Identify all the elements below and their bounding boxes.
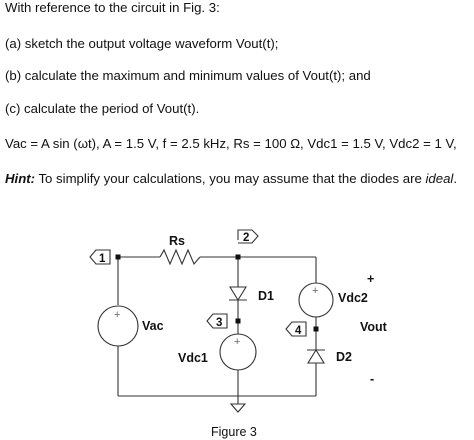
node-4-dot	[313, 326, 319, 332]
figure-caption: Figure 3	[211, 425, 257, 439]
rs-label: Rs	[169, 234, 185, 248]
node-2-tag	[237, 229, 259, 244]
vdc1-label: Vdc1	[178, 351, 208, 365]
hint-end: .	[453, 171, 458, 186]
hint-line: Hint: To simplify your calculations, you…	[5, 171, 457, 187]
intro-text: With reference to the circuit in Fig. 3:	[5, 0, 220, 15]
part-a-text: (a) sketch the output voltage waveform V…	[5, 36, 279, 51]
vdc2-label: Vdc2	[338, 291, 368, 305]
ground-icon	[229, 403, 247, 413]
d2-label: D2	[336, 350, 352, 364]
hint-label: Hint:	[5, 171, 36, 186]
part-b-text: (b) calculate the maximum and minimum va…	[5, 68, 371, 83]
vout-label: Vout	[360, 320, 388, 334]
part-c-text: (c) calculate the period of Vout(t).	[5, 101, 200, 116]
d1-label: D1	[258, 289, 274, 303]
node-4-label: 4	[295, 325, 302, 337]
node-1-tag	[89, 249, 111, 265]
diode-d1	[229, 286, 247, 302]
parameters-text: Vac = A sin (ωt), A = 1.5 V, f = 2.5 kHz…	[5, 136, 457, 151]
vout-plus-label: +	[367, 272, 374, 286]
hint-text: To simplify your calculations, you may a…	[35, 171, 426, 186]
vdc1-plus-mark: +	[234, 336, 240, 348]
node-3-dot	[235, 318, 241, 324]
node-1-dot	[115, 254, 121, 260]
node-3-label: 3	[216, 317, 222, 329]
vac-label: Vac	[142, 319, 164, 333]
vdc2-plus-mark: +	[312, 285, 318, 297]
node-1-label: 1	[99, 253, 106, 265]
hint-emphasis: ideal	[425, 171, 454, 186]
node-3-tag	[206, 313, 228, 329]
vout-minus-label: -	[370, 372, 374, 386]
vac-plus-mark: +	[114, 309, 120, 321]
diode-d2	[307, 348, 325, 364]
node-4-tag	[285, 321, 307, 337]
resistor-rs	[159, 248, 201, 266]
node-2-label: 2	[243, 232, 249, 244]
node-2-dot	[235, 254, 241, 260]
